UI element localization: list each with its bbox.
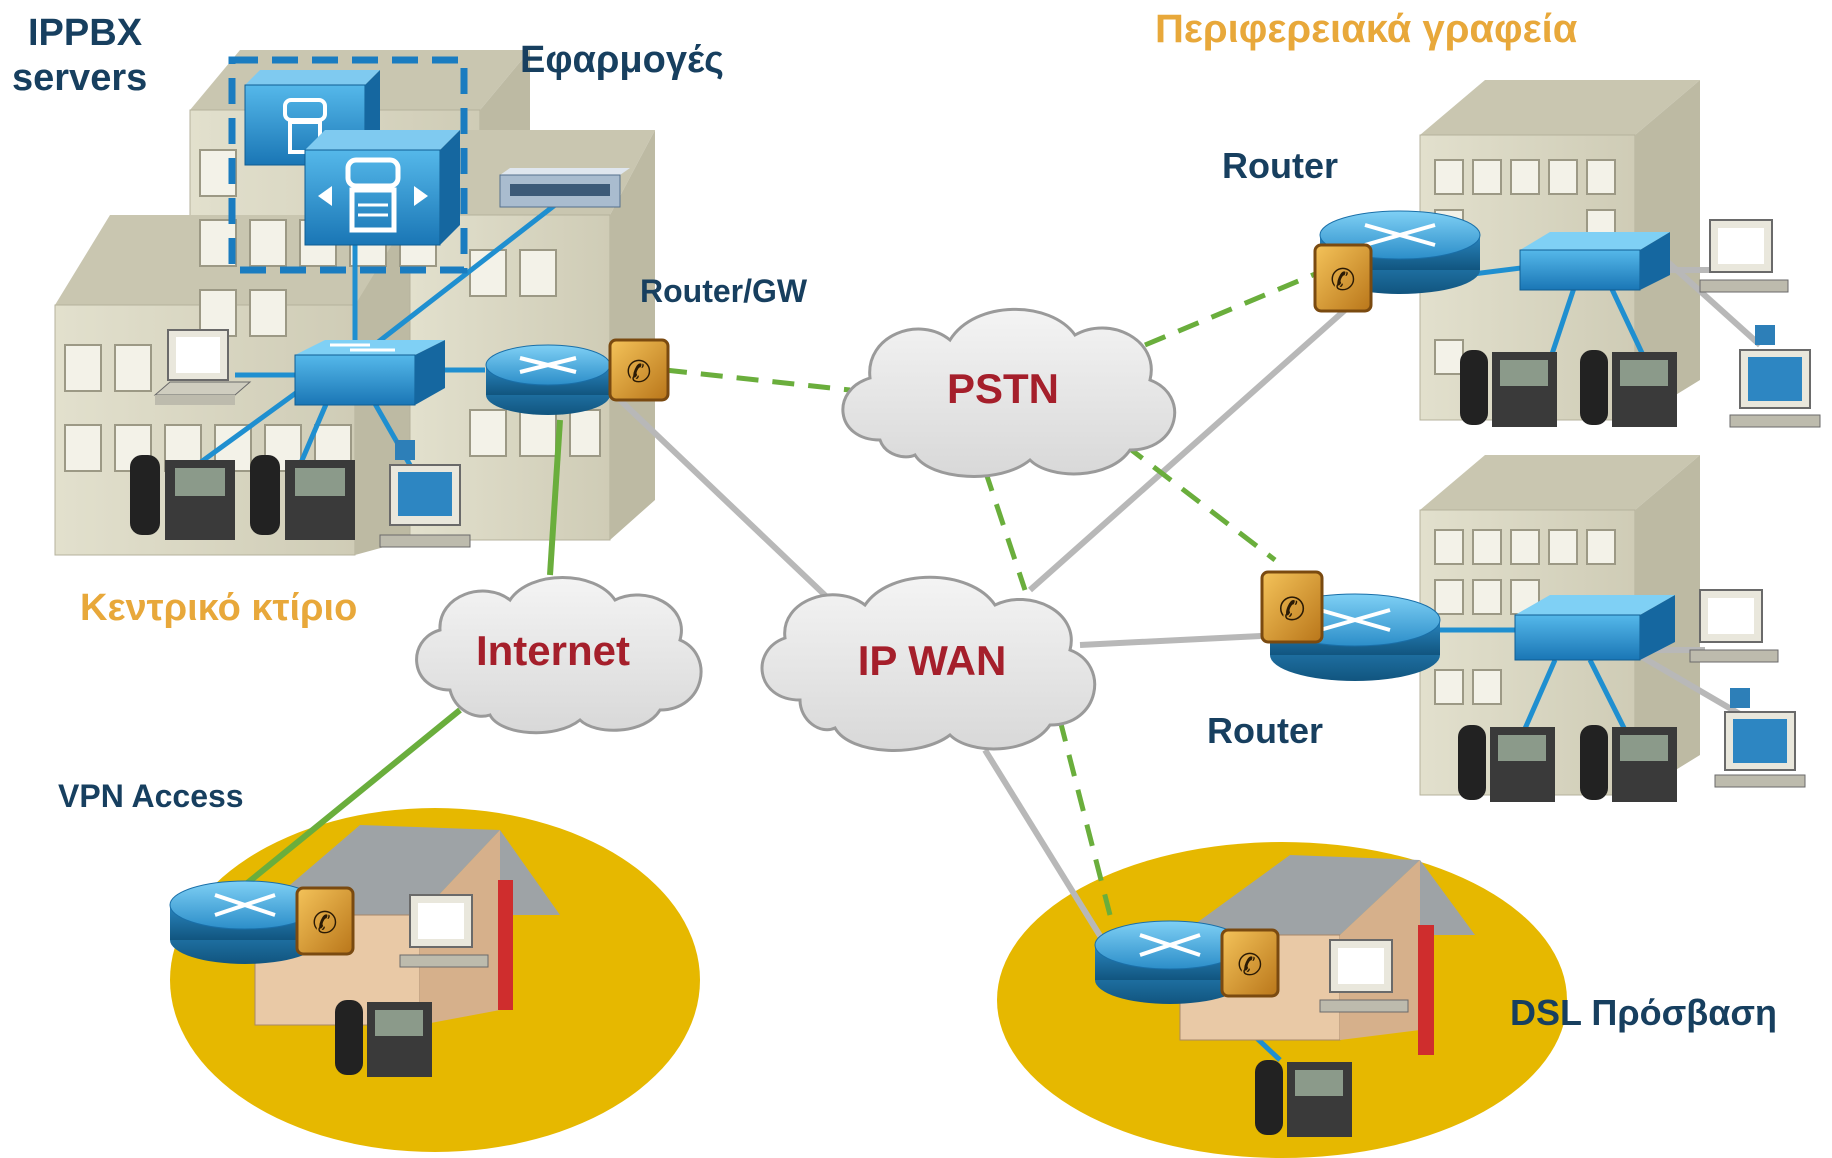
branch-top-ip-phone-1[interactable] (1460, 350, 1557, 427)
vpn-home-ip-phone[interactable] (335, 1000, 432, 1077)
main-ip-phone-1[interactable] (130, 455, 235, 540)
router-top-label: Router (1222, 145, 1338, 186)
applications-label: Εφαρμογές (520, 39, 724, 81)
ip-wan-cloud-label: IP WAN (858, 637, 1007, 684)
dsl-home-ip-phone[interactable] (1255, 1060, 1352, 1137)
dsl-home-pc[interactable] (1319, 939, 1409, 1013)
router-mid-label: Router (1207, 710, 1323, 751)
vpn-home-voice-badge: ✆ (295, 886, 355, 956)
dsl-access-label: DSL Πρόσβαση (1510, 992, 1777, 1033)
ip-wan-cloud[interactable] (760, 575, 1097, 752)
branch-top-ip-phone-2[interactable] (1580, 350, 1677, 427)
svg-text:✆: ✆ (1237, 948, 1262, 983)
router-gw[interactable] (485, 344, 611, 415)
application-server[interactable] (499, 168, 630, 208)
branch-top-video-terminal[interactable] (1729, 325, 1821, 428)
branch-offices-label: Περιφερειακά γραφεία (1155, 7, 1578, 51)
svg-text:✆: ✆ (312, 906, 337, 941)
ippbx-servers-label-line2: servers (12, 57, 147, 99)
dsl-home-router[interactable] (1094, 920, 1246, 1004)
ippbx-server-group (228, 56, 468, 274)
vpn-home-pc[interactable] (399, 894, 489, 968)
svg-text:✆: ✆ (1330, 263, 1355, 298)
main-ip-phone-2[interactable] (250, 455, 355, 540)
branch-mid-pc[interactable] (1689, 589, 1779, 663)
main-lan-switch[interactable] (294, 340, 445, 406)
central-building-label: Κεντρικό κτίριο (80, 587, 357, 629)
branch-top-voice-badge: ✆ (1313, 243, 1373, 313)
svg-text:✆: ✆ (626, 355, 651, 390)
vpn-links (243, 419, 563, 888)
branch-top-switch[interactable] (1519, 232, 1670, 291)
branch-mid-voice-badge: ✆ (1260, 570, 1324, 644)
main-video-terminal[interactable] (379, 440, 471, 548)
main-pc[interactable] (153, 329, 252, 405)
internet-cloud[interactable] (415, 576, 703, 735)
branch-top-pc[interactable] (1699, 219, 1789, 293)
branch-mid-ip-phone-1[interactable] (1458, 725, 1555, 802)
dsl-home-voice-badge: ✆ (1220, 928, 1280, 998)
branch-mid-switch[interactable] (1514, 595, 1675, 661)
svg-text:✆: ✆ (1279, 590, 1306, 628)
ippbx-servers-label-line1: IPPBX (28, 12, 143, 54)
internet-cloud-label: Internet (476, 627, 630, 674)
router-gw-voice-badge: ✆ (608, 338, 670, 402)
router-gw-label: Router/GW (640, 273, 808, 309)
pstn-links (664, 269, 1321, 916)
pstn-cloud[interactable] (841, 307, 1177, 478)
vpn-access-label: VPN Access (58, 778, 244, 814)
pstn-cloud-label: PSTN (947, 365, 1059, 412)
ippbx-server-2[interactable] (304, 130, 460, 246)
branch-mid-ip-phone-2[interactable] (1580, 725, 1677, 802)
vpn-home-router[interactable] (169, 880, 321, 964)
branch-mid-video-terminal[interactable] (1714, 688, 1806, 788)
